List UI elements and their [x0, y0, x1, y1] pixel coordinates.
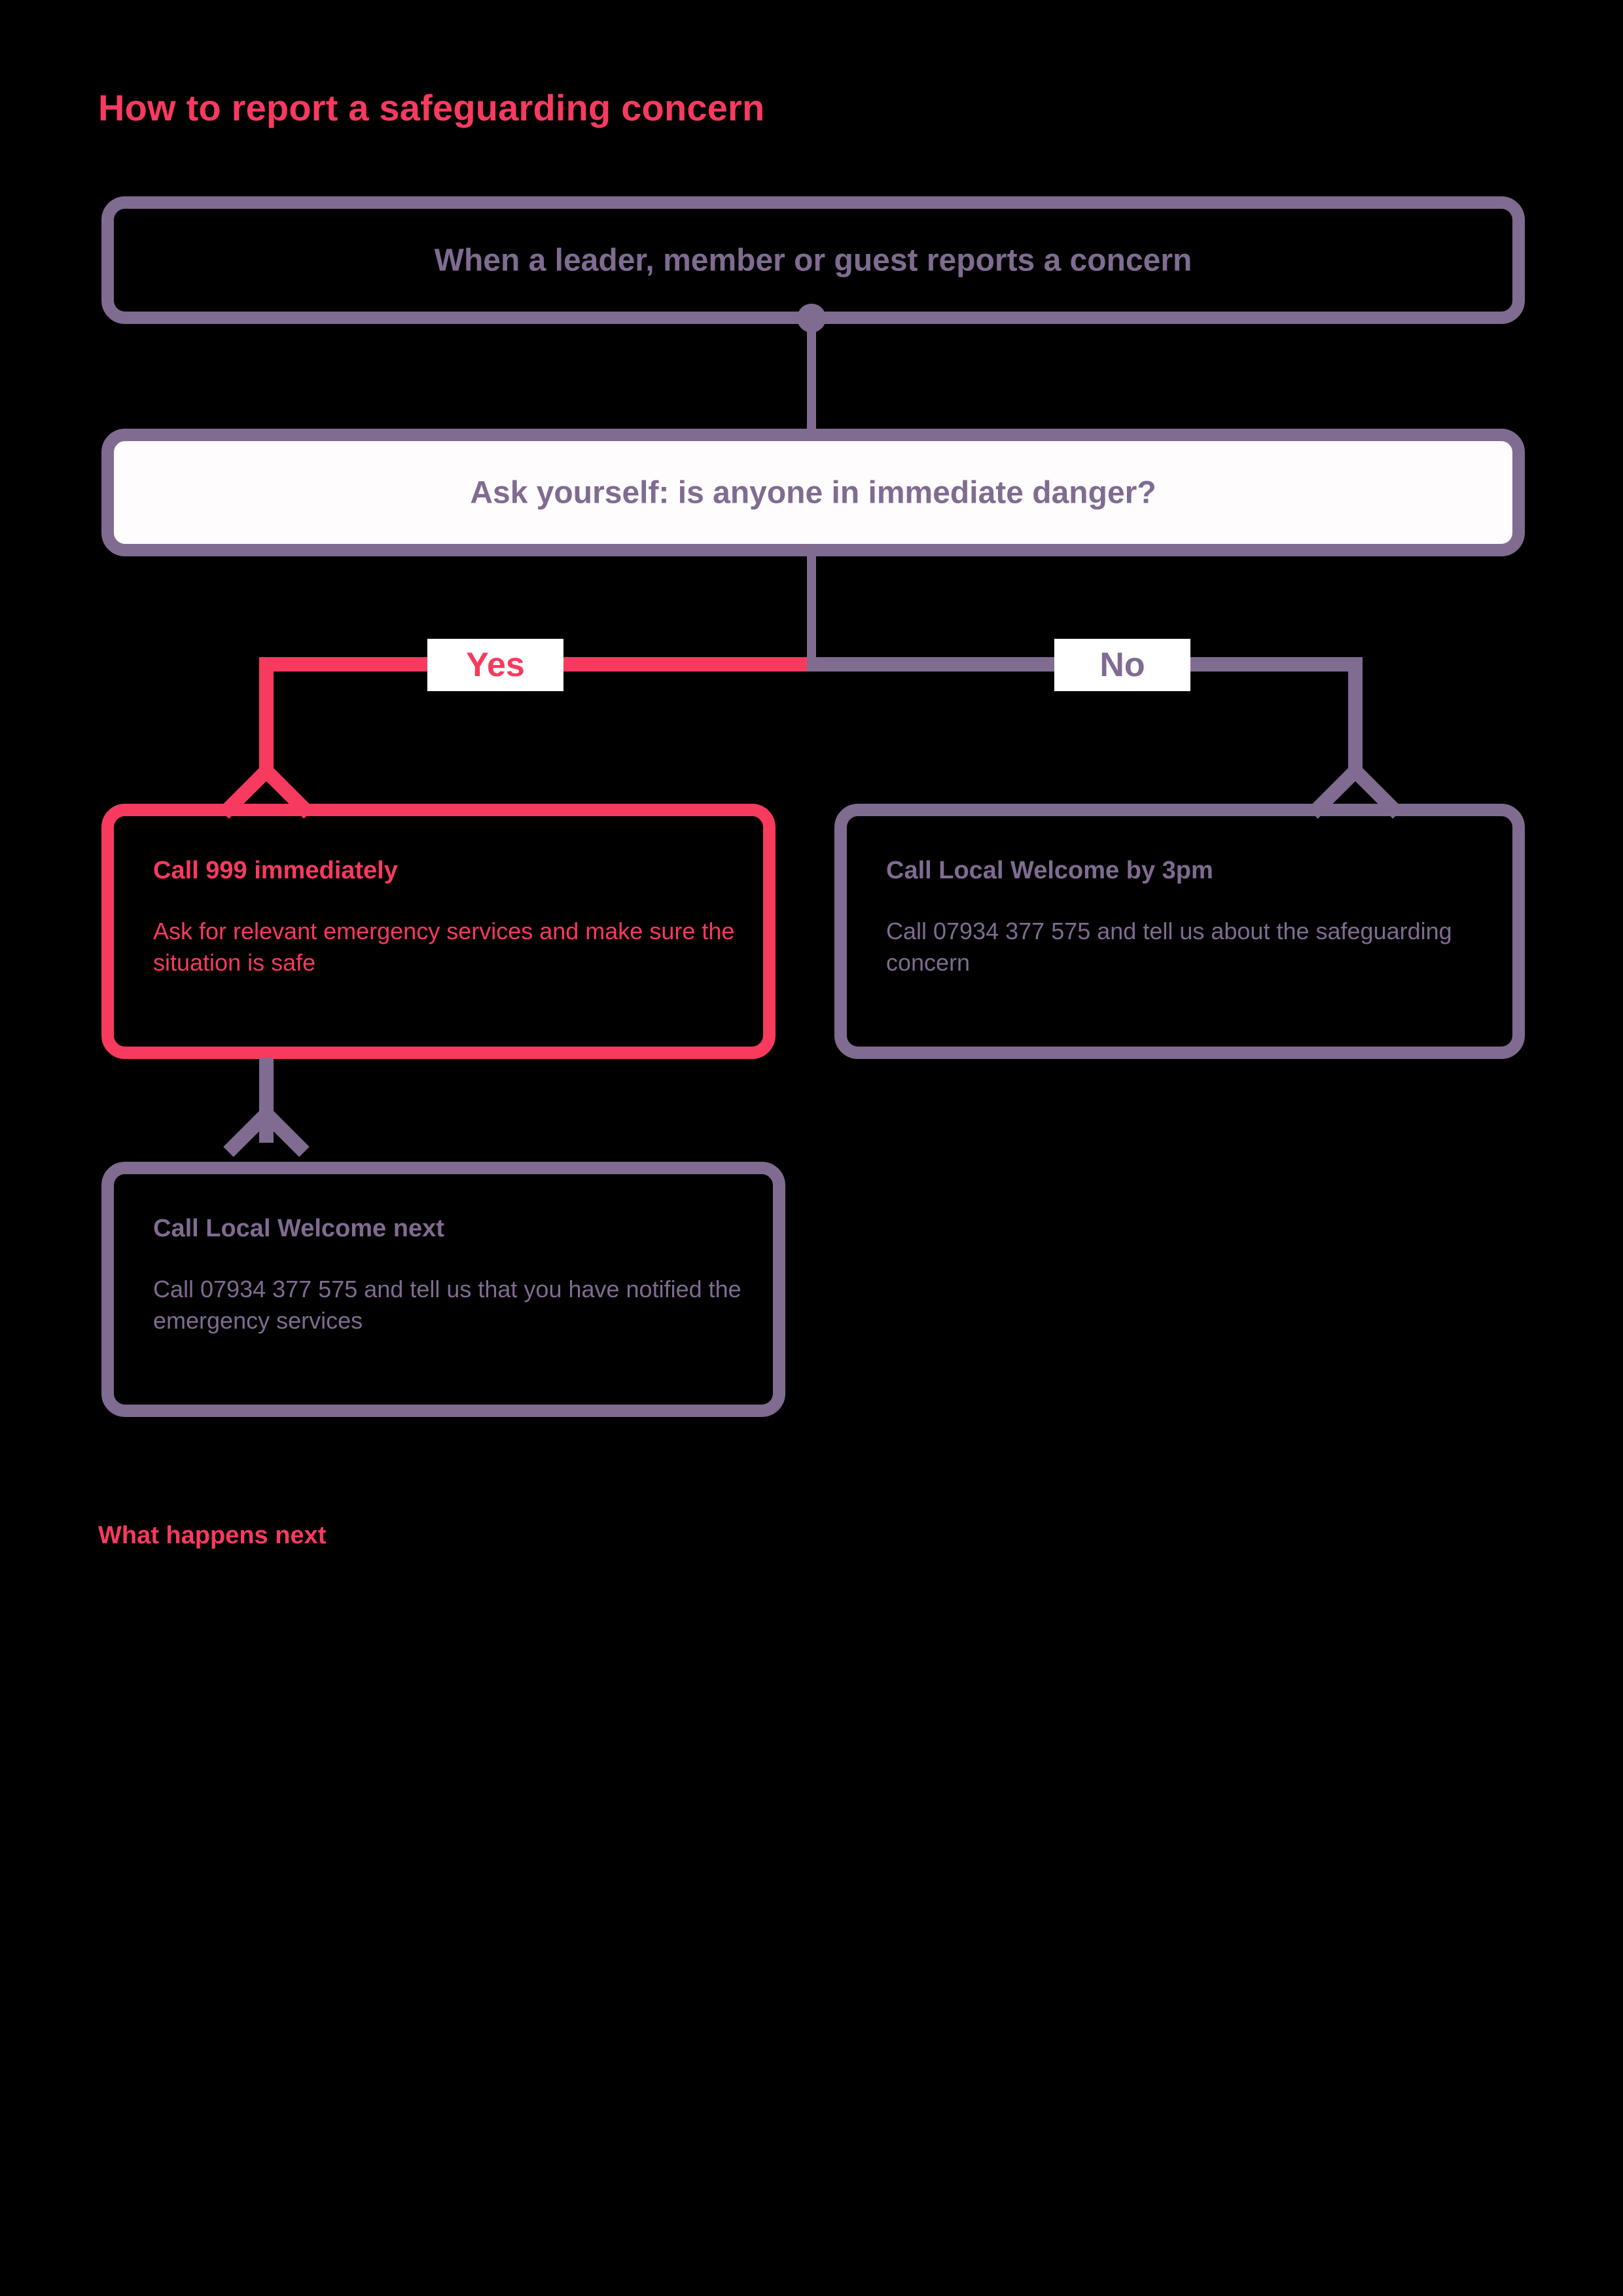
flow-node-local-welcome-next-heading: Call Local Welcome next	[153, 1215, 444, 1242]
flow-node-start: When a leader, member or guest reports a…	[101, 196, 1525, 324]
flow-node-local-welcome-3pm: Call Local Welcome by 3pm Call 07934 377…	[834, 804, 1525, 1059]
section-heading-what-happens-next: What happens next	[98, 1522, 327, 1549]
edge-yes-vertical	[259, 657, 274, 781]
edge-decision-stem	[807, 556, 816, 664]
flow-node-emergency: Call 999 immediately Ask for relevant em…	[101, 804, 776, 1059]
edge-emergency-to-next	[259, 1058, 274, 1143]
flow-node-local-welcome-3pm-heading: Call Local Welcome by 3pm	[886, 857, 1213, 884]
branch-label-no: No	[1054, 639, 1190, 691]
branch-label-yes: Yes	[427, 639, 563, 691]
flow-node-decision-label: Ask yourself: is anyone in immediate dan…	[470, 475, 1156, 510]
flow-node-local-welcome-3pm-body: Call 07934 377 575 and tell us about the…	[886, 917, 1452, 976]
branch-label-no-text: No	[1099, 646, 1145, 684]
branch-label-yes-text: Yes	[466, 646, 525, 684]
flow-node-decision: Ask yourself: is anyone in immediate dan…	[101, 429, 1525, 556]
edge-start-to-decision	[807, 324, 816, 432]
flow-node-local-welcome-next-body: Call 07934 377 575 and tell us that you …	[153, 1275, 741, 1334]
edge-no-vertical	[1348, 657, 1363, 781]
flow-node-start-label: When a leader, member or guest reports a…	[434, 243, 1192, 278]
page-title: How to report a safeguarding concern	[98, 87, 765, 128]
flow-node-local-welcome-next: Call Local Welcome next Call 07934 377 5…	[101, 1162, 785, 1417]
flow-node-emergency-heading: Call 999 immediately	[153, 857, 398, 884]
flow-node-emergency-body: Ask for relevant emergency services and …	[153, 917, 735, 976]
